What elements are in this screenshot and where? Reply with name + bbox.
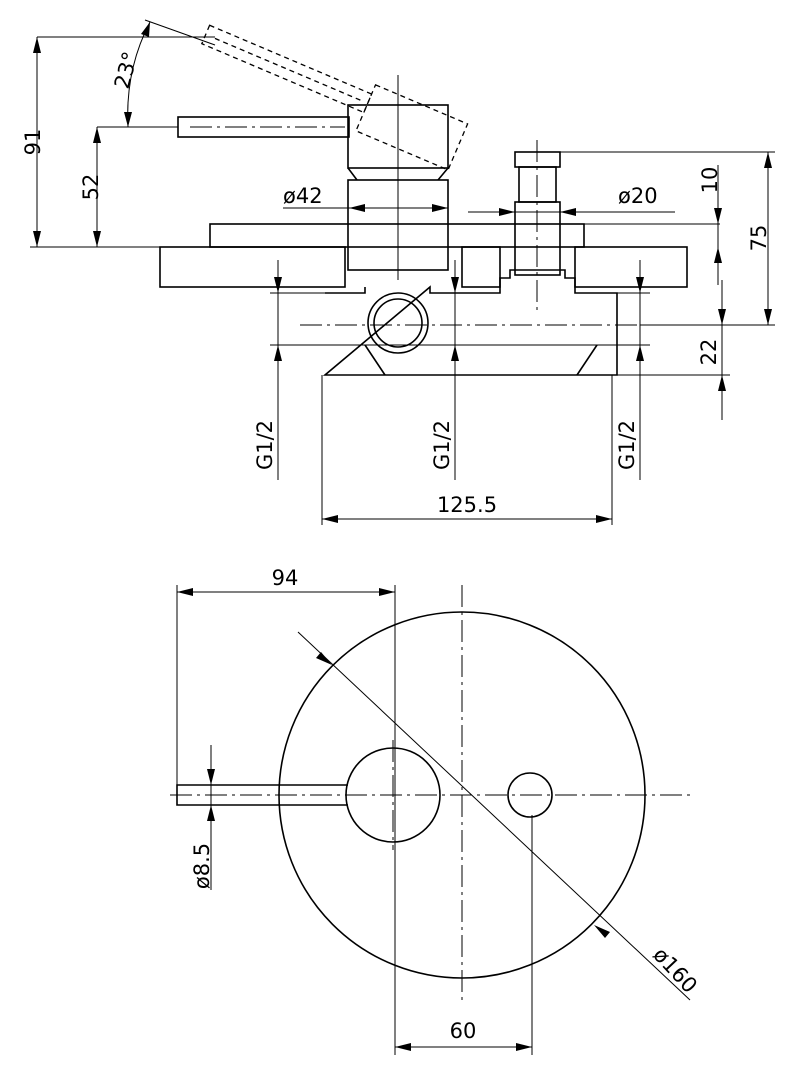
thread-middle: G1/2 [430,260,459,480]
cover-plate [209,223,585,248]
thread-right: G1/2 [615,260,644,480]
label-23: 23° [110,49,143,91]
label-94: 94 [272,566,299,590]
dimension-20: ø20 [468,184,675,216]
label-60: 60 [450,1019,477,1043]
dimension-23-deg: 23° [110,21,151,128]
dimension-94: 94 [176,566,396,1055]
thread-left: G1/2 [253,260,282,480]
dimension-52: 52 [79,126,178,247]
label-8-5: ø8.5 [190,843,214,889]
valve-body [270,269,650,376]
dimension-22: 22 [617,280,730,420]
wall-section [159,246,688,288]
dimension-42: ø42 [283,184,448,212]
label-g12-right: G1/2 [615,420,639,470]
label-22: 22 [697,339,721,366]
side-view: 91 52 23° ø42 ø20 [21,19,775,525]
label-160: ø160 [648,943,702,998]
label-75: 75 [747,225,771,252]
diverter-stem [514,140,561,310]
dimension-8-5: ø8.5 [190,745,215,890]
label-20: ø20 [618,184,658,208]
dimension-125-5: 125.5 [321,375,613,525]
dimension-60: 60 [395,815,533,1055]
label-g12-left: G1/2 [253,420,277,470]
dimension-91: 91 [21,36,215,248]
diverter-circle [507,772,553,818]
dimension-10: 10 [584,165,722,285]
dimension-160: ø160 [297,631,702,1001]
dimension-75: 75 [560,151,775,326]
label-10: 10 [698,167,722,194]
label-125-5: 125.5 [437,493,497,517]
label-42: ø42 [283,184,323,208]
front-view: 94 60 ø8.5 ø160 [170,566,702,1055]
label-52: 52 [79,174,103,201]
label-91: 91 [21,129,45,156]
label-g12-middle: G1/2 [430,420,454,470]
handle-assembly [144,19,469,280]
